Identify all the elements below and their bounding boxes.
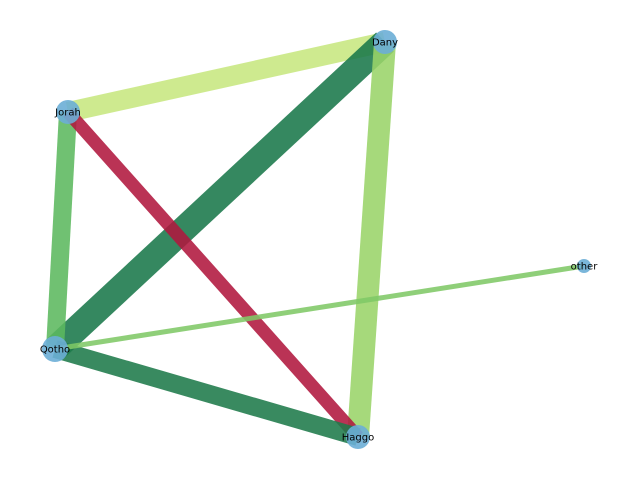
edge-qotho-other bbox=[54, 263, 585, 352]
edge-jorah-dany bbox=[65, 32, 388, 122]
edge-dany-qotho bbox=[46, 32, 394, 359]
node-label-dany: Dany bbox=[372, 38, 398, 49]
edge-layer bbox=[46, 32, 585, 446]
node-label-jorah: Jorah bbox=[54, 108, 81, 119]
node-label-haggo: Haggo bbox=[342, 433, 374, 444]
node-label-qotho: Qotho bbox=[40, 345, 70, 356]
edge-jorah-haggo bbox=[63, 107, 363, 442]
edge-qotho-haggo bbox=[52, 340, 361, 446]
node-jorah bbox=[56, 100, 80, 124]
node-other bbox=[577, 259, 591, 273]
node-qotho bbox=[42, 336, 68, 362]
edge-jorah-qotho bbox=[46, 111, 77, 350]
node-label-other: other bbox=[571, 262, 599, 273]
edge-dany-haggo bbox=[347, 41, 396, 438]
node-haggo bbox=[346, 425, 370, 449]
node-dany bbox=[373, 30, 397, 54]
